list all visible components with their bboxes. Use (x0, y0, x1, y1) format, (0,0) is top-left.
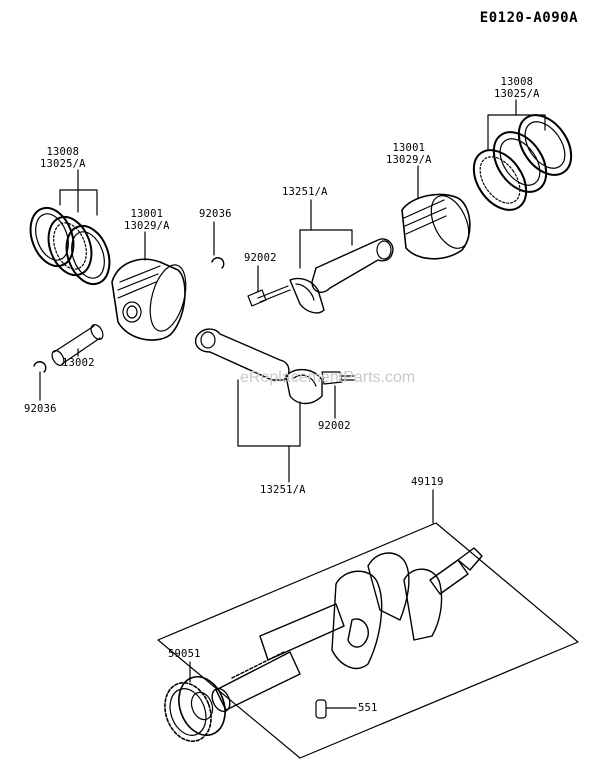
piston-pin[interactable] (50, 323, 106, 368)
label-piston-left[interactable]: 13001 13029/A (124, 208, 170, 232)
bolt-top[interactable] (248, 286, 290, 306)
label-rod-top[interactable]: 13251/A (282, 186, 328, 198)
diagram-id: E0120-A090A (479, 10, 578, 26)
label-pin[interactable]: 13002 (62, 357, 95, 369)
leader-rod-bottom (238, 380, 300, 446)
label-clip-top-left[interactable]: 92036 (199, 208, 232, 220)
watermark: eReplacementParts.com (240, 369, 416, 386)
leader-rod-top (300, 230, 352, 268)
label-piston-left-line1: 13001 (130, 208, 164, 220)
connecting-rod-top[interactable] (290, 239, 393, 313)
label-gear[interactable]: 59051 (168, 648, 201, 660)
crankshaft-panel (158, 523, 578, 758)
label-bolt-top[interactable]: 92002 (244, 252, 277, 264)
label-piston-right-line1: 13001 (392, 142, 426, 154)
label-key[interactable]: 551 (358, 702, 378, 714)
label-rod-bottom[interactable]: 13251/A (260, 484, 306, 496)
circlip-bottom-left[interactable] (34, 362, 46, 372)
label-rings-right[interactable]: 13008 13025/A (494, 76, 540, 100)
label-rings-left-line1: 13008 (46, 146, 80, 158)
label-rings-right-line2: 13025/A (494, 88, 540, 100)
piston-rings-left[interactable] (23, 202, 117, 290)
label-piston-left-line2: 13029/A (124, 220, 170, 232)
label-crankshaft[interactable]: 49119 (411, 476, 444, 488)
bolt-bottom[interactable] (322, 372, 354, 384)
label-piston-right[interactable]: 13001 13029/A (386, 142, 432, 166)
piston-left[interactable] (112, 259, 192, 340)
connecting-rod-bottom[interactable] (196, 329, 322, 403)
label-bolt-bottom[interactable]: 92002 (318, 420, 351, 432)
label-clip-bottom-left[interactable]: 92036 (24, 403, 57, 415)
piston-right[interactable] (402, 190, 476, 259)
crank-gear[interactable] (157, 670, 233, 747)
crankshaft[interactable] (209, 548, 482, 714)
label-rings-left-line2: 13025/A (40, 158, 86, 170)
circlip-top-left[interactable] (212, 258, 224, 268)
label-rings-right-line1: 13008 (500, 76, 534, 88)
piston-rings-right[interactable] (463, 105, 582, 219)
label-rings-left[interactable]: 13008 13025/A (40, 146, 86, 170)
label-piston-right-line2: 13029/A (386, 154, 432, 166)
woodruff-key[interactable] (316, 700, 326, 718)
